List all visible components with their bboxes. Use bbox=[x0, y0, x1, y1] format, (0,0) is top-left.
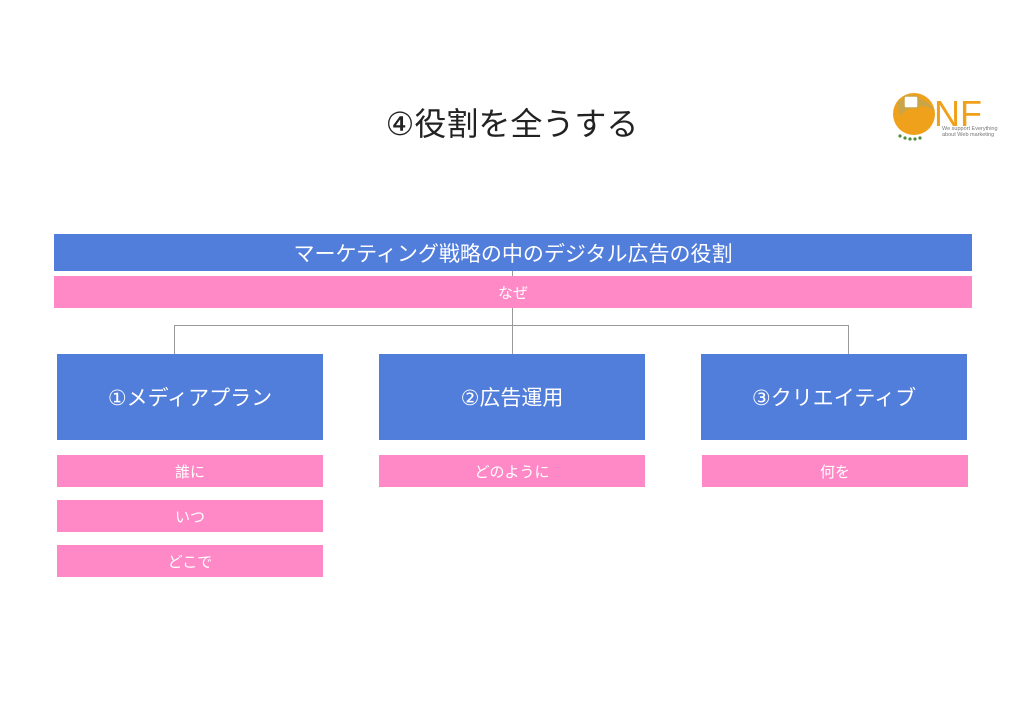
branch-creative: ③クリエイティブ bbox=[701, 354, 967, 440]
logo-letters: NF bbox=[934, 93, 982, 134]
branch-ad-operation: ②広告運用 bbox=[379, 354, 645, 440]
connector-drop-2 bbox=[512, 325, 513, 354]
media-plan-item-who: 誰に bbox=[57, 455, 323, 487]
main-role-bar: マーケティング戦略の中のデジタル広告の役割 bbox=[54, 234, 972, 271]
branch-media-plan: ①メディアプラン bbox=[57, 354, 323, 440]
logo-tagline-1: We support Everything bbox=[942, 126, 998, 132]
slide-title: ④役割を全うする bbox=[385, 105, 639, 143]
media-plan-item-when: いつ bbox=[57, 500, 323, 532]
connector-drop-3 bbox=[848, 325, 849, 354]
why-label: なぜ bbox=[54, 276, 972, 308]
media-plan-item-where: どこで bbox=[57, 545, 323, 577]
nf-logo: NF We support Everything about Web marke… bbox=[893, 93, 998, 141]
connector-horizontal bbox=[174, 325, 849, 326]
logo-box-glyph bbox=[903, 95, 919, 109]
connector-drop-1 bbox=[174, 325, 175, 354]
logo-tagline-2: about Web marketing bbox=[942, 132, 994, 138]
creative-item-what: 何を bbox=[702, 455, 968, 487]
ad-operation-item-how: どのように bbox=[379, 455, 645, 487]
